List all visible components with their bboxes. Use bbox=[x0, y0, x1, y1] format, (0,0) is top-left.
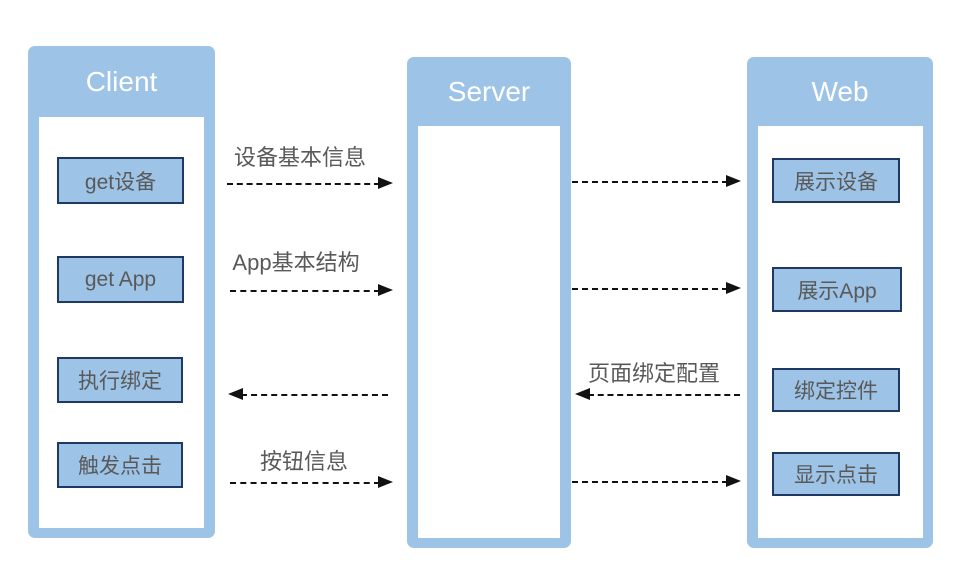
node-show-app: 展示App bbox=[772, 267, 902, 312]
dashed-line bbox=[230, 290, 380, 292]
arrowhead-right-icon bbox=[726, 282, 741, 294]
arrowhead-right-icon bbox=[378, 177, 393, 189]
arrowhead-right-icon bbox=[726, 175, 741, 187]
node-display-click: 显示点击 bbox=[772, 452, 900, 496]
dashed-line bbox=[588, 394, 740, 396]
dashed-line bbox=[241, 394, 388, 396]
arrowhead-left-icon bbox=[228, 388, 243, 400]
column-web-title: Web bbox=[811, 76, 869, 107]
column-server: Server bbox=[407, 57, 571, 548]
message-label-button-info: 按钮信息 bbox=[259, 449, 348, 474]
column-client-title: Client bbox=[85, 66, 158, 97]
message-label-device-info: 设备基本信息 bbox=[233, 145, 366, 170]
arrowhead-right-icon bbox=[726, 475, 741, 487]
arrowhead-right-icon bbox=[378, 476, 393, 488]
message-label-app-structure: App基本结构 bbox=[232, 250, 360, 275]
node-get-app: get App bbox=[57, 256, 184, 303]
column-server-body bbox=[418, 126, 560, 538]
dashed-line bbox=[230, 482, 380, 484]
node-trigger-click: 触发点击 bbox=[57, 442, 183, 488]
node-get-device: get设备 bbox=[57, 157, 184, 204]
arrowhead-right-icon bbox=[378, 284, 393, 296]
column-server-title: Server bbox=[447, 76, 531, 107]
message-label-page-binding-config: 页面绑定配置 bbox=[587, 361, 720, 386]
node-bind-control: 绑定控件 bbox=[772, 368, 900, 412]
dashed-line bbox=[572, 288, 728, 290]
node-execute-binding: 执行绑定 bbox=[57, 357, 183, 403]
arrowhead-left-icon bbox=[575, 388, 590, 400]
node-show-device: 展示设备 bbox=[772, 158, 900, 203]
dashed-line bbox=[572, 481, 728, 483]
dashed-line bbox=[572, 181, 728, 183]
dashed-line bbox=[227, 183, 380, 185]
